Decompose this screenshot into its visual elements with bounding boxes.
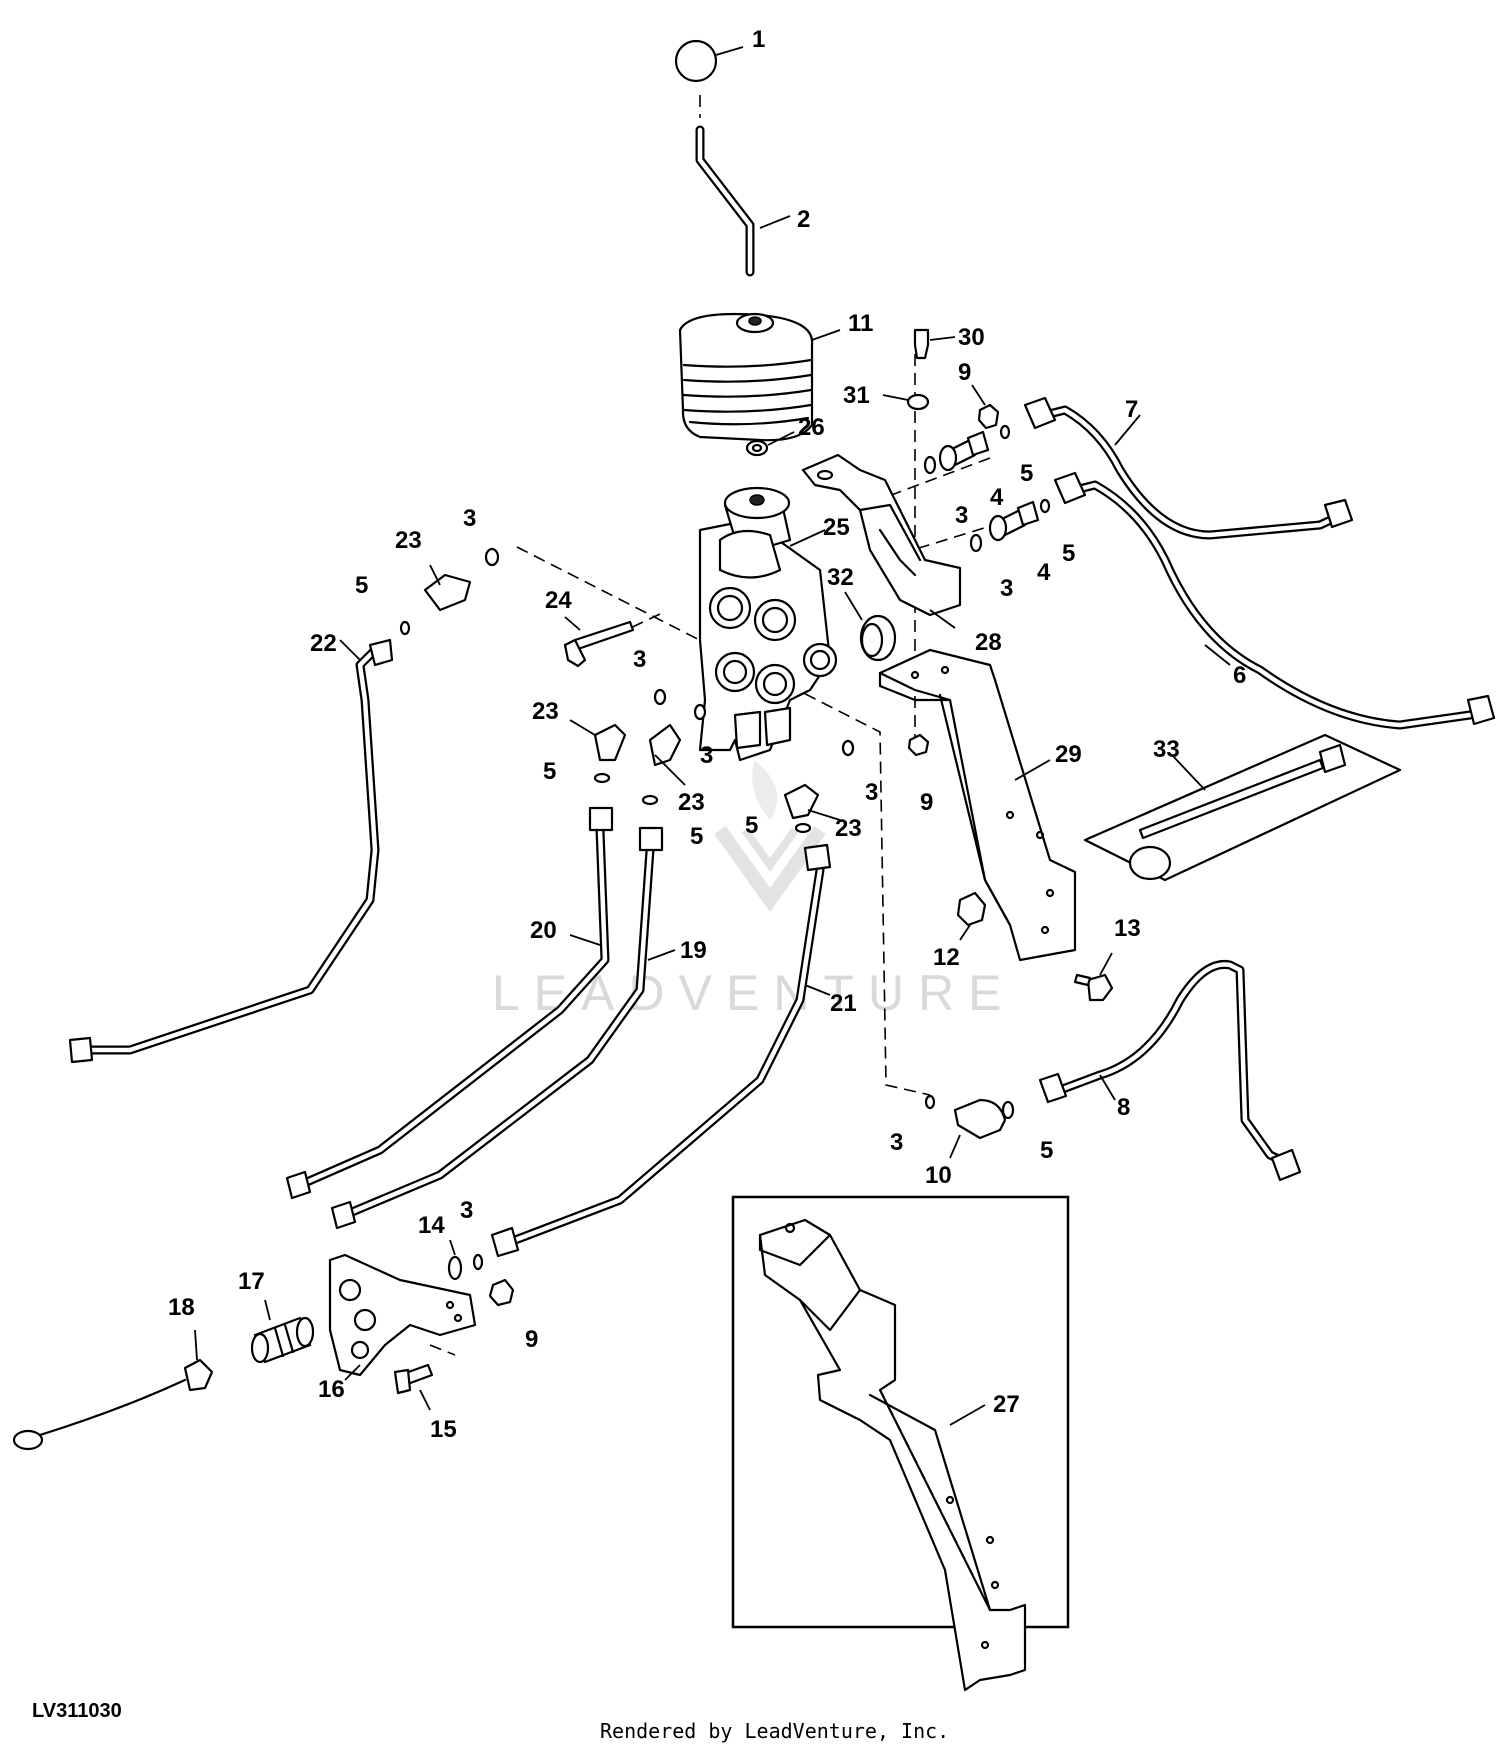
- callout-9-lower: 9: [525, 1326, 538, 1353]
- callout-29: 29: [1055, 741, 1082, 768]
- callout-3-h: 3: [460, 1197, 473, 1224]
- callout-23-a: 23: [395, 527, 422, 554]
- callout-33: 33: [1153, 736, 1180, 763]
- nut-9-lower: [488, 1278, 515, 1307]
- callout-3-d: 3: [633, 646, 646, 673]
- callout-5-d: 5: [543, 758, 556, 785]
- callout-11: 11: [848, 310, 873, 337]
- hydraulic-line-8: [1038, 959, 1302, 1182]
- callout-23-d: 23: [835, 815, 862, 842]
- callout-27: 27: [993, 1391, 1020, 1418]
- bolt-24: [563, 616, 635, 668]
- reference-code: LV311030: [32, 1700, 122, 1722]
- callout-22: 22: [310, 630, 337, 657]
- hydraulic-line-21: [490, 843, 832, 1258]
- o-ring-3-lower: [472, 1253, 484, 1271]
- rubber-boot: [678, 312, 841, 442]
- nut-12: [956, 891, 987, 941]
- hydraulic-line-19: [330, 826, 676, 1230]
- callout-6: 6: [1233, 662, 1246, 689]
- callout-23-b: 23: [532, 698, 559, 725]
- fitting-23-top: [399, 547, 500, 636]
- hydraulic-line-22: [68, 638, 394, 1064]
- callout-1: 1: [752, 26, 765, 53]
- callout-3-e: 3: [700, 742, 713, 769]
- callout-17: 17: [238, 1268, 265, 1295]
- control-valve: [698, 486, 838, 762]
- callout-21: 21: [830, 990, 857, 1017]
- callout-5-b: 5: [1062, 540, 1075, 567]
- elbow-10: [924, 1094, 1015, 1159]
- callout-labels: 1 2 11 30 9 31 7 26 5 4 3 25 5 4 3 3 23 …: [168, 26, 1246, 1443]
- callout-3-a: 3: [955, 502, 968, 529]
- washer-26: [745, 431, 795, 457]
- fitting-23-right: [783, 783, 841, 821]
- fitting-4-upper: [923, 424, 1011, 475]
- fitting-23-left: [569, 719, 627, 762]
- callout-32: 32: [827, 564, 854, 591]
- bracket-28: [801, 453, 962, 629]
- fitting-23-mid: [648, 723, 686, 786]
- callout-5-a: 5: [1020, 460, 1033, 487]
- callout-8: 8: [1117, 1094, 1130, 1121]
- quick-coupler-17: [250, 1299, 315, 1364]
- inset-box-27: [731, 1195, 1070, 1692]
- callout-13: 13: [1114, 915, 1141, 942]
- callout-24: 24: [545, 587, 572, 614]
- callout-12: 12: [933, 944, 960, 971]
- callout-20: 20: [530, 917, 557, 944]
- callout-2: 2: [797, 206, 810, 233]
- credit-text: Rendered by LeadVenture, Inc.: [600, 1719, 949, 1743]
- dust-cap-18: [12, 1329, 214, 1451]
- plug-32: [844, 591, 897, 662]
- callout-28: 28: [975, 629, 1002, 656]
- tool-kit-33: [1083, 733, 1402, 882]
- o-rings: [593, 688, 855, 834]
- hydraulic-line-20: [285, 806, 614, 1200]
- callout-9-bottom: 9: [920, 789, 933, 816]
- hydraulic-line-6: [1053, 471, 1496, 730]
- callout-3-c: 3: [463, 505, 476, 532]
- callout-15: 15: [430, 1416, 457, 1443]
- callout-26: 26: [798, 414, 825, 441]
- callout-7: 7: [1125, 396, 1138, 423]
- callout-31: 31: [843, 382, 870, 409]
- bolt-13: [1073, 952, 1114, 1002]
- callout-4-a: 4: [990, 484, 1004, 511]
- callout-3-b: 3: [1000, 575, 1013, 602]
- callout-16: 16: [318, 1376, 345, 1403]
- o-ring-14: [447, 1239, 463, 1281]
- coupler-bracket-16: [328, 1253, 477, 1381]
- fitting-4-lower: [969, 498, 1051, 553]
- callout-18: 18: [168, 1294, 195, 1321]
- callout-5-e: 5: [690, 823, 703, 850]
- hydraulic-line-7: [1023, 396, 1354, 540]
- callout-4-b: 4: [1037, 559, 1051, 586]
- screw-30: [913, 328, 956, 360]
- callout-5-f: 5: [745, 812, 758, 839]
- nut-9-top: [971, 384, 1000, 430]
- nut-9-bottom: [907, 733, 930, 757]
- callout-23-c: 23: [678, 789, 705, 816]
- control-lever: [695, 95, 791, 277]
- callout-30: 30: [958, 324, 985, 351]
- callout-9-top: 9: [958, 359, 971, 386]
- callout-3-f: 3: [865, 779, 878, 806]
- watermark: LEADVENTURE: [492, 760, 1002, 1021]
- callout-5-c: 5: [355, 572, 368, 599]
- callout-10: 10: [925, 1162, 952, 1189]
- callout-25: 25: [823, 514, 850, 541]
- callout-3-g: 3: [890, 1129, 903, 1156]
- callout-14: 14: [418, 1212, 445, 1239]
- support-bracket-29: [878, 648, 1077, 962]
- knob: [674, 39, 744, 83]
- callout-19: 19: [680, 937, 707, 964]
- callout-5-g: 5: [1040, 1137, 1053, 1164]
- bolt-15: [393, 1363, 434, 1411]
- washer-31: [882, 393, 930, 411]
